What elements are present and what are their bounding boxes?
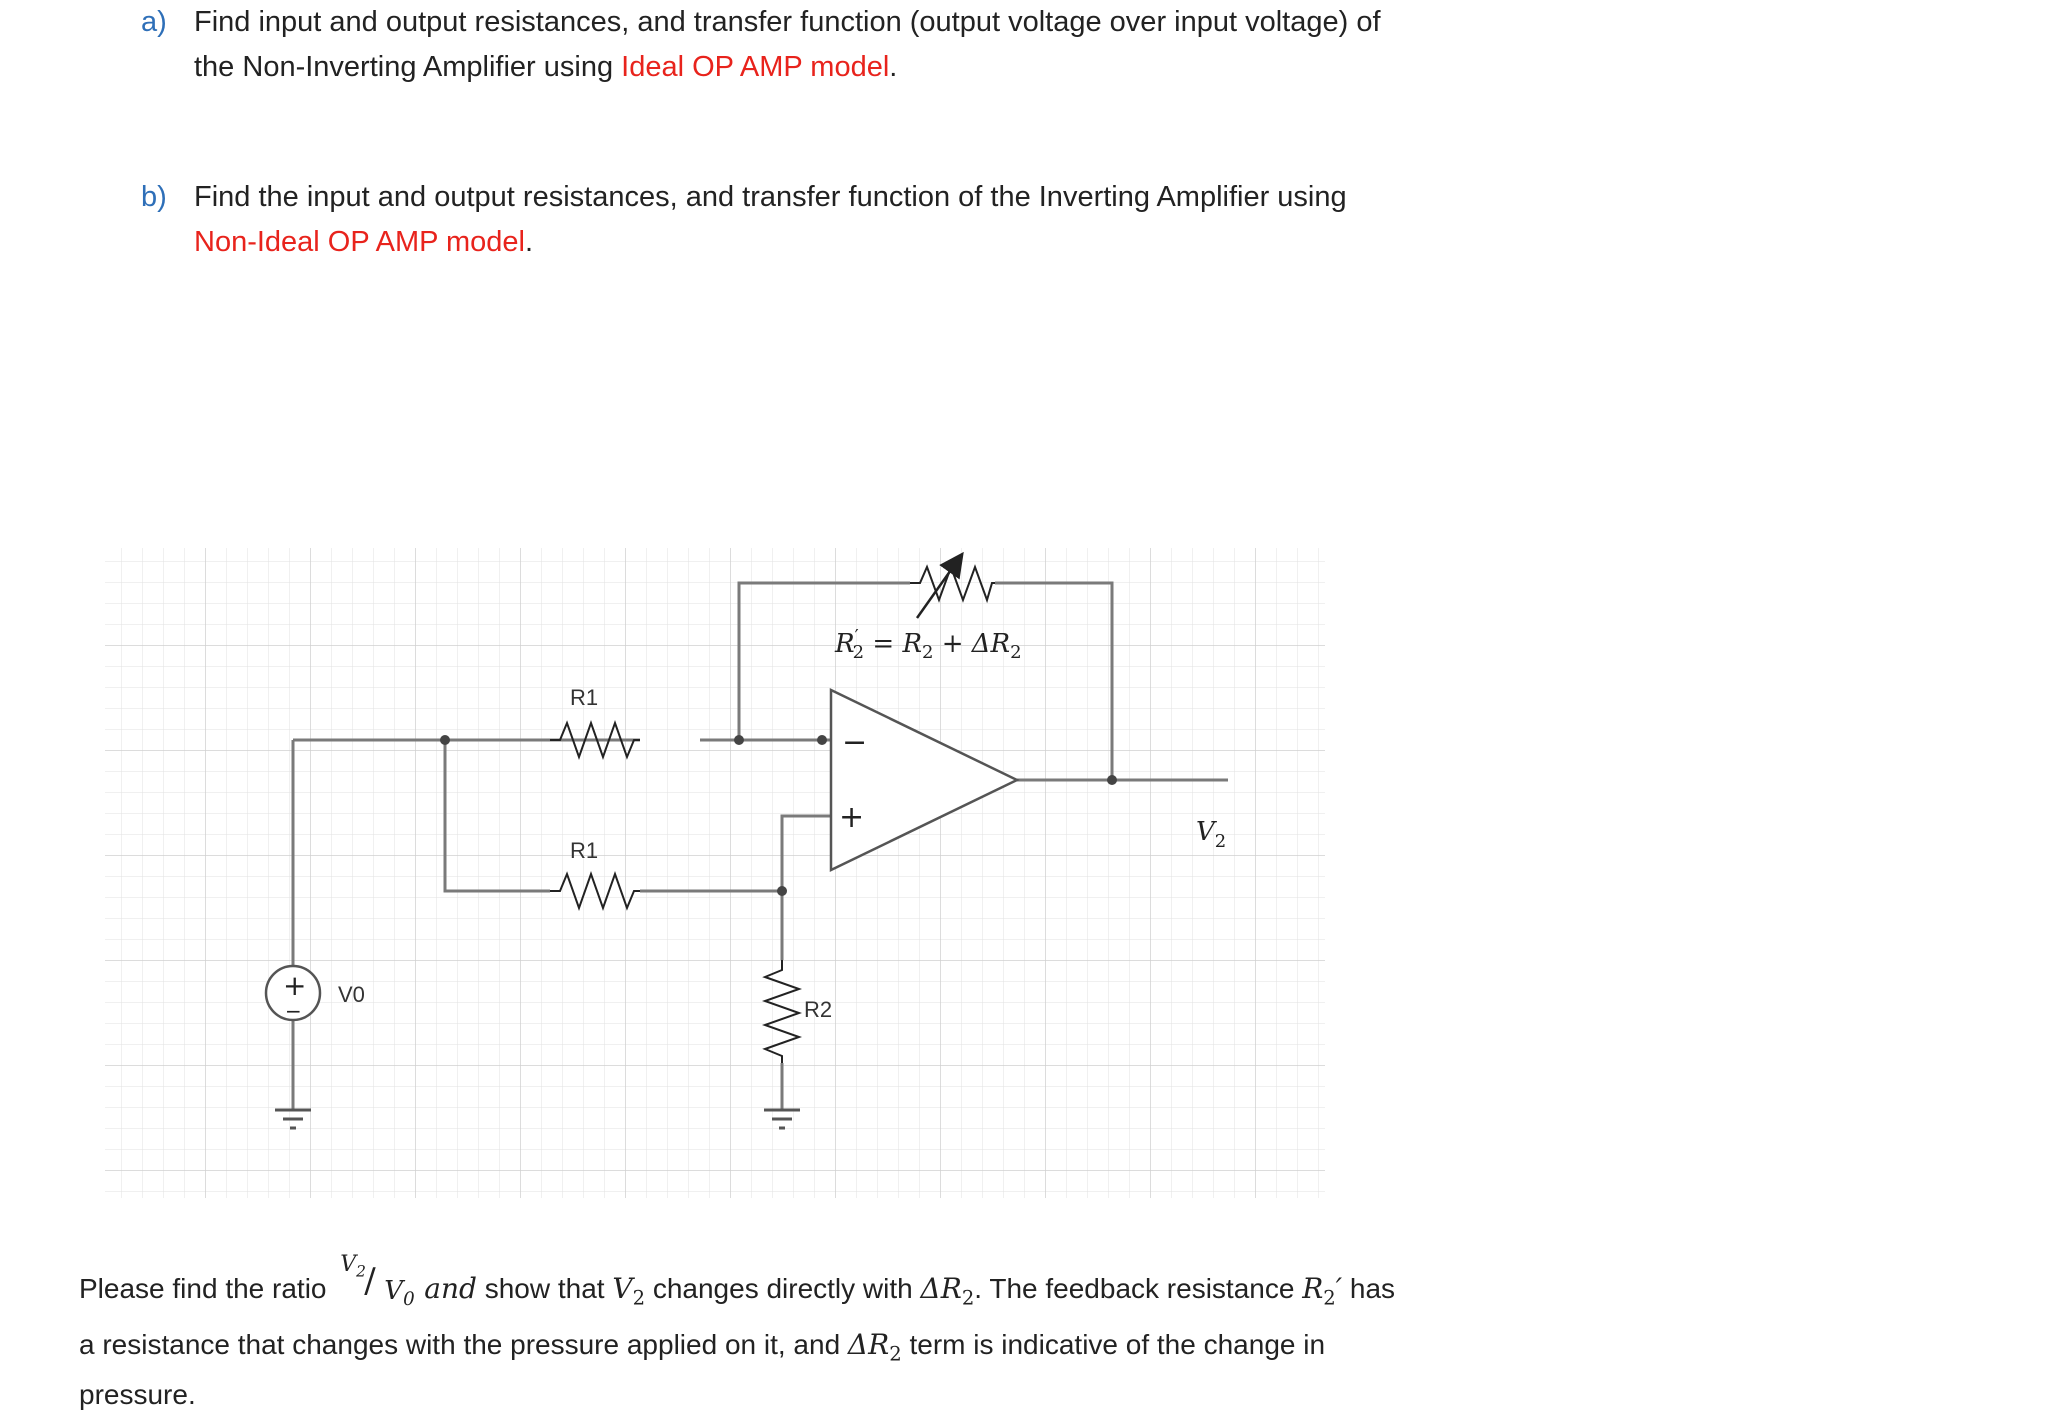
paragraph-line-3: pressure. — [79, 1379, 196, 1410]
opamp-triangle — [829, 688, 1020, 872]
junction-dot — [817, 735, 827, 745]
eq-rhs-sub: 2 — [1010, 642, 1021, 663]
question-b-period: . — [525, 226, 534, 258]
source-label: V0 — [338, 982, 365, 1007]
para-text: a resistance that changes with the press… — [79, 1329, 848, 1360]
grid-background — [105, 548, 1325, 1198]
feedback-equation: R′2 = R2 + ΔR2 — [834, 626, 1022, 663]
para-text: Please find the ratio — [79, 1273, 335, 1304]
wire-to-plus — [780, 814, 837, 891]
frac-den-v: V — [384, 1276, 404, 1306]
question-a-highlight: Ideal OP AMP model — [621, 51, 890, 83]
eq-prime: ′ — [855, 626, 859, 647]
math-r2p-prime: ′ — [1335, 1272, 1343, 1305]
r2-label: R2 — [804, 997, 832, 1022]
eq-mid-sub: 2 — [922, 642, 933, 663]
question-a-line2-text: the Non-Inverting Amplifier using — [194, 51, 622, 83]
eq-mid: = R — [864, 629, 922, 659]
para-and: and — [424, 1272, 477, 1305]
wires — [291, 581, 1228, 1110]
math-dr2-sub: 2 — [889, 1342, 902, 1366]
frac-denominator: V0 — [384, 1262, 414, 1329]
para-text: term is indicative of the change in — [901, 1329, 1326, 1360]
question-a-line2: the Non-Inverting Amplifier using Ideal … — [194, 45, 897, 90]
r1-top-label: R1 — [570, 685, 598, 710]
para-text: changes directly with — [645, 1273, 921, 1304]
question-b-highlight: Non-Ideal OP AMP model — [194, 226, 525, 258]
r2-resistor — [761, 960, 803, 1063]
wire-feedback-right — [995, 581, 1114, 780]
question-a-period: . — [889, 51, 898, 83]
output-label: V2 — [1196, 817, 1226, 852]
math-dr2: ΔR — [920, 1272, 962, 1305]
feedback-variable-resistor — [910, 564, 995, 604]
ratio-fraction: V2/V0 — [334, 1252, 424, 1310]
variable-resistor-arrow — [915, 551, 964, 619]
question-b-line2: Non-Ideal OP AMP model. — [194, 220, 533, 265]
frac-den-sub: 0 — [403, 1289, 415, 1311]
source-minus-sign: − — [285, 999, 302, 1023]
opamp-minus-sign: − — [842, 725, 867, 760]
paragraph-line-2: a resistance that changes with the press… — [79, 1316, 1325, 1384]
r1-bottom-resistor — [550, 870, 640, 912]
para-text: . The feedback resistance — [974, 1273, 1303, 1304]
question-b: b) Find the input and output resistances… — [141, 175, 1541, 265]
question-b-line1: Find the input and output resistances, a… — [194, 181, 1347, 213]
voltage-source — [264, 964, 322, 1022]
ground-symbol-left — [275, 1108, 311, 1130]
junction-dot — [1107, 775, 1117, 785]
question-a-line1: Find input and output resistances, and t… — [194, 6, 1381, 38]
r1-top-resistor — [550, 719, 640, 761]
math-dr2-sub: 2 — [961, 1286, 975, 1310]
source-plus-sign: + — [283, 969, 306, 1002]
ground-symbol-right — [764, 1108, 800, 1130]
para-text: has — [1342, 1273, 1396, 1304]
circuit-diagram: − + + − R1 R1 R2 V0 R′2 = R2 + ΔR2 V2 — [105, 548, 1325, 1198]
wire-r1-bottom-left — [443, 740, 550, 893]
math-r2p: R — [1302, 1272, 1324, 1305]
wire-feedback-left — [737, 581, 910, 740]
question-a-label: a) — [141, 6, 167, 38]
eq-rhs: + ΔR — [933, 629, 1010, 659]
para-text: show that — [476, 1273, 613, 1304]
frac-numerator: V2 — [340, 1236, 366, 1300]
math-v2: V — [612, 1272, 633, 1305]
math-v2-sub: 2 — [632, 1286, 646, 1310]
math-r2p-sub: 2 — [1323, 1286, 1336, 1310]
eq-sub: 2 — [853, 642, 864, 663]
math-dr2: ΔR — [847, 1328, 890, 1361]
junction-dot — [440, 735, 450, 745]
junction-dot — [734, 735, 744, 745]
question-a: a) Find input and output resistances, an… — [141, 0, 1541, 90]
junctions — [440, 735, 1117, 896]
frac-slash: / — [364, 1261, 376, 1301]
frac-num-sub: 2 — [356, 1262, 366, 1281]
question-b-label: b) — [141, 181, 167, 213]
r1-bottom-label: R1 — [570, 838, 598, 863]
eq-r: R — [834, 629, 855, 659]
frac-num-v: V — [340, 1252, 357, 1277]
output-v: V — [1196, 817, 1217, 847]
output-sub: 2 — [1215, 831, 1226, 852]
junction-dot — [777, 886, 787, 896]
opamp-plus-sign: + — [839, 800, 864, 835]
